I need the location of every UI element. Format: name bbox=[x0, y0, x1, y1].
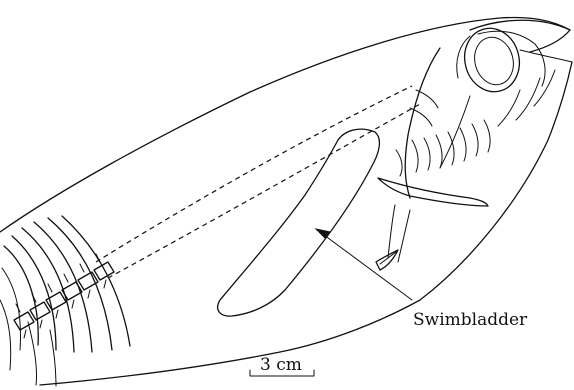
rib-arc-7 bbox=[2, 268, 20, 350]
vertebra-4 bbox=[62, 282, 82, 300]
vertebra-3 bbox=[46, 292, 66, 310]
body-lower-outline bbox=[40, 62, 572, 385]
swimbladder-pointer-line bbox=[320, 232, 412, 300]
rib-arc-9 bbox=[28, 322, 37, 385]
vertebra-6 bbox=[94, 262, 114, 280]
cheek-line-1 bbox=[498, 90, 520, 126]
vertebra-spines bbox=[16, 254, 106, 338]
gill-stroke-1 bbox=[412, 140, 418, 172]
body-upper-outline bbox=[0, 18, 570, 233]
snout-outline bbox=[470, 20, 570, 52]
gill-stroke-4 bbox=[448, 132, 454, 165]
vertebra-2 bbox=[30, 302, 50, 320]
gill-vertical-1 bbox=[388, 205, 395, 258]
pectoral-fin-base bbox=[378, 178, 488, 206]
vertebral-dash-lower bbox=[108, 104, 420, 278]
rib-arc-3 bbox=[22, 228, 74, 352]
vertebral-dash-upper bbox=[96, 86, 412, 262]
swimbladder-label: Swimbladder bbox=[413, 310, 527, 330]
gill-vertical-2 bbox=[398, 210, 410, 262]
swimbladder bbox=[218, 129, 380, 316]
gill-stroke-8 bbox=[396, 150, 402, 176]
gill-stroke-6 bbox=[472, 124, 478, 156]
scale-bar-label: 3 cm bbox=[260, 355, 302, 375]
vertebra-1 bbox=[14, 312, 34, 330]
gill-stroke-3 bbox=[436, 135, 442, 168]
gill-stroke-2 bbox=[424, 138, 430, 170]
gill-stroke-5 bbox=[460, 128, 466, 161]
gill-stroke-7 bbox=[484, 120, 490, 152]
rib-arc-2 bbox=[12, 236, 56, 350]
operculum-edge bbox=[405, 48, 440, 198]
mouth-line bbox=[520, 50, 572, 62]
rib-arc-8 bbox=[0, 300, 11, 370]
swimbladder-pointer-head bbox=[316, 229, 330, 238]
cheek-line-2 bbox=[516, 78, 540, 120]
eye-inner bbox=[469, 33, 518, 89]
